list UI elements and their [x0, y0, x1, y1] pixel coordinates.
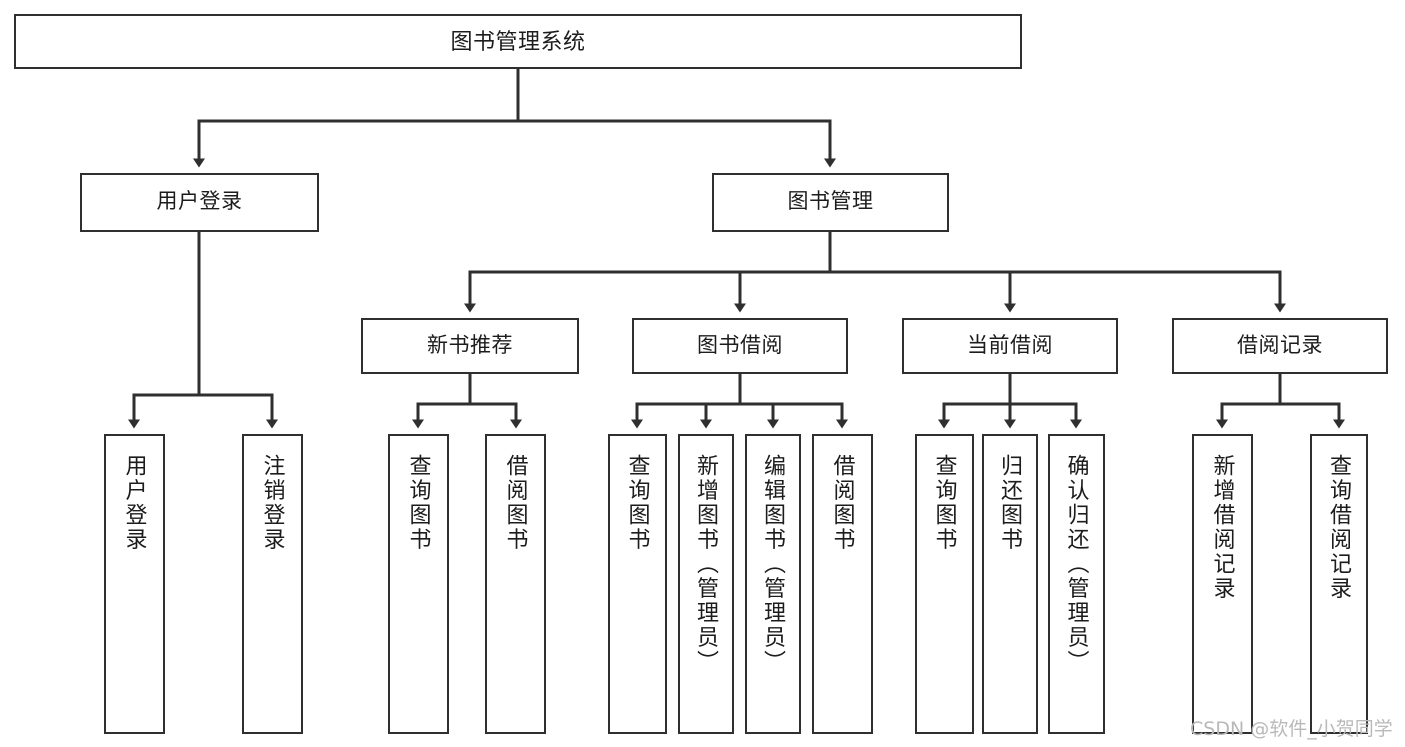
node-user-login-label: 用户登录	[156, 190, 243, 214]
node-leaf-query-book-2[interactable]: 查询图书	[608, 434, 667, 734]
node-leaf-borrow-book-2-label: 借阅图书	[830, 454, 856, 552]
node-book-borrow[interactable]: 图书借阅	[632, 318, 848, 374]
node-user-login[interactable]: 用户登录	[80, 173, 319, 232]
node-current-borrow-label: 当前借阅	[967, 333, 1053, 357]
node-leaf-user-logout-label: 注销登录	[260, 454, 286, 552]
node-borrow-record-label: 借阅记录	[1237, 333, 1323, 357]
node-book-borrow-label: 图书借阅	[697, 333, 783, 357]
node-leaf-borrow-book-2[interactable]: 借阅图书	[812, 434, 873, 734]
node-leaf-return-book-label: 归还图书	[998, 454, 1023, 552]
node-leaf-query-book-3[interactable]: 查询图书	[915, 434, 974, 734]
node-leaf-query-book-1[interactable]: 查询图书	[388, 434, 449, 734]
node-leaf-confirm-return[interactable]: 确认归还（管理员）	[1048, 434, 1105, 734]
node-leaf-borrow-book-1-label: 借阅图书	[503, 454, 529, 552]
node-leaf-query-record[interactable]: 查询借阅记录	[1310, 434, 1368, 734]
node-leaf-edit-book[interactable]: 编辑图书（管理员）	[745, 434, 801, 734]
node-leaf-user-logout[interactable]: 注销登录	[242, 434, 303, 734]
node-root-label: 图书管理系统	[450, 28, 586, 54]
node-leaf-user-login[interactable]: 用户登录	[104, 434, 165, 734]
node-current-borrow[interactable]: 当前借阅	[902, 318, 1118, 374]
watermark-text: CSDN @软件_小贺同学	[1190, 718, 1393, 740]
node-borrow-record[interactable]: 借阅记录	[1172, 318, 1388, 374]
node-leaf-add-book-label: 新增图书（管理员）	[694, 454, 719, 675]
node-leaf-add-book[interactable]: 新增图书（管理员）	[678, 434, 734, 734]
node-leaf-add-record[interactable]: 新增借阅记录	[1192, 434, 1253, 734]
node-leaf-confirm-return-label: 确认归还（管理员）	[1064, 454, 1090, 675]
node-leaf-query-record-label: 查询借阅记录	[1327, 454, 1352, 601]
node-leaf-query-book-1-label: 查询图书	[406, 454, 432, 552]
node-leaf-edit-book-label: 编辑图书（管理员）	[761, 454, 786, 675]
node-book-manage-label: 图书管理	[787, 190, 874, 214]
node-leaf-query-book-3-label: 查询图书	[932, 454, 958, 552]
node-leaf-return-book[interactable]: 归还图书	[982, 434, 1038, 734]
node-leaf-query-book-2-label: 查询图书	[625, 454, 651, 552]
node-new-book-recommend-label: 新书推荐	[427, 333, 513, 357]
node-leaf-borrow-book-1[interactable]: 借阅图书	[485, 434, 546, 734]
node-new-book-recommend[interactable]: 新书推荐	[361, 318, 579, 374]
node-book-manage[interactable]: 图书管理	[712, 173, 949, 232]
node-leaf-add-record-label: 新增借阅记录	[1210, 454, 1236, 601]
node-root[interactable]: 图书管理系统	[14, 14, 1022, 69]
node-leaf-user-login-label: 用户登录	[122, 454, 148, 552]
